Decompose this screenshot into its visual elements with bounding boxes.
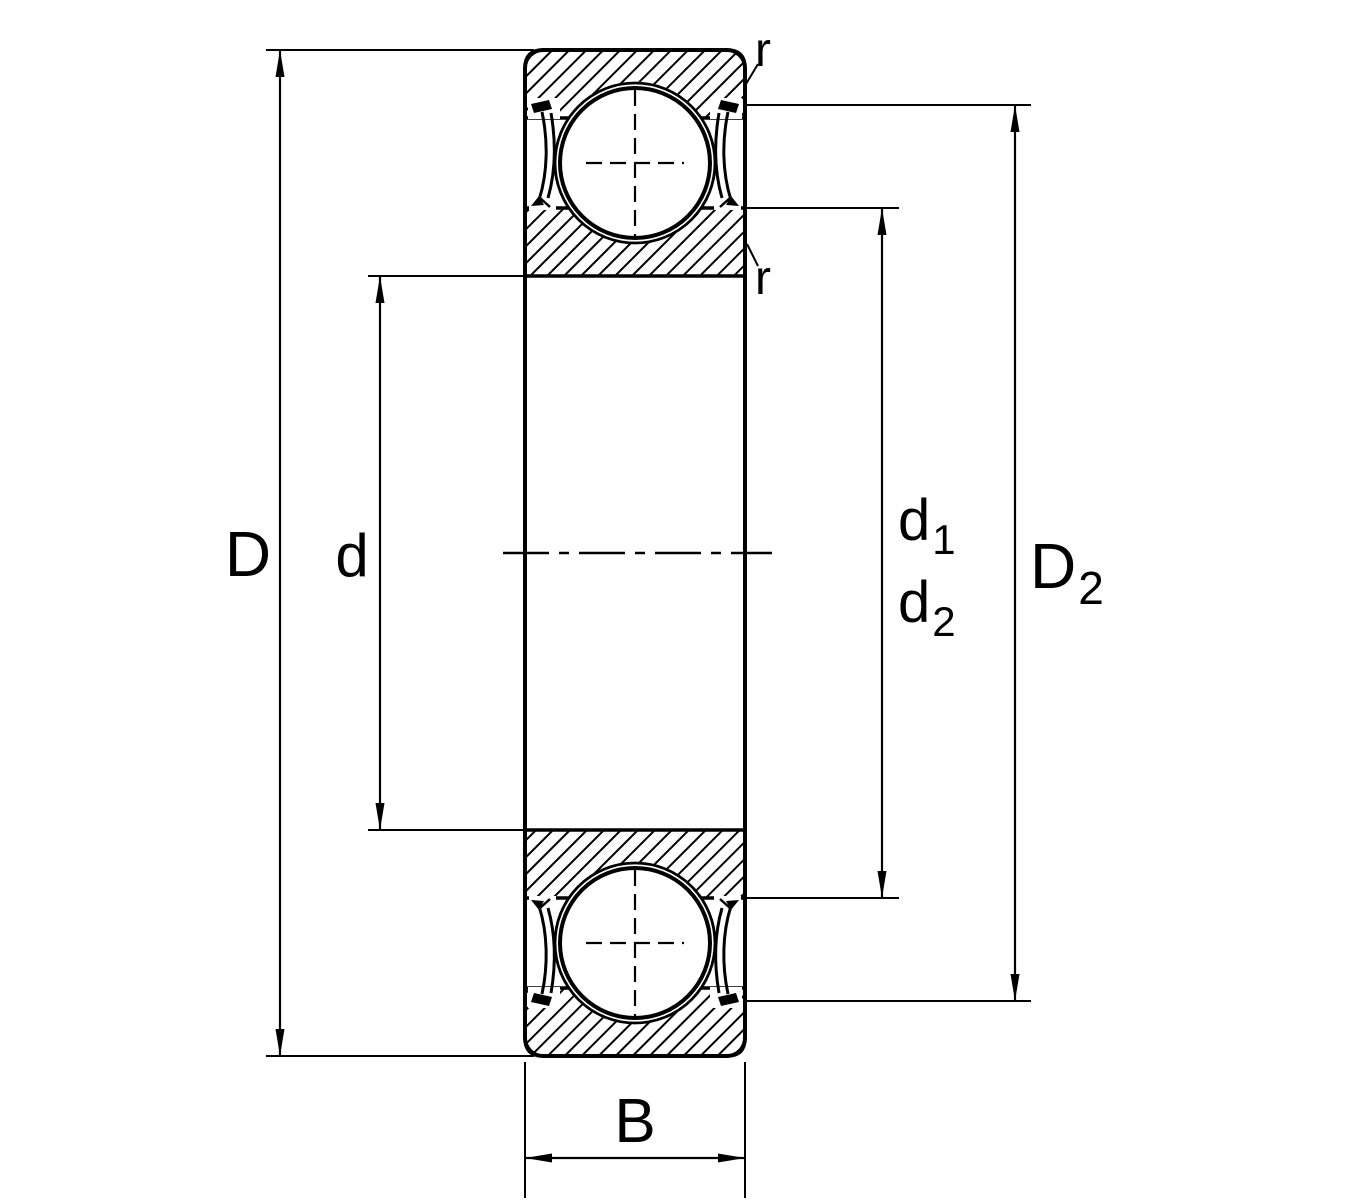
dimension-d: d [335,275,527,831]
label-d2-base: d [898,570,930,635]
r-bottom-leader [746,243,759,267]
radius-annotations: r r [745,24,771,305]
label-d1-base: d [898,488,930,553]
label-r-bottom: r [755,252,771,305]
dimension-D: D [225,49,534,1057]
dimension-d1-d2: d1 d2 [747,207,956,899]
label-d1: d1 [898,488,956,563]
label-d1-sub: 1 [932,516,955,563]
label-d: d [335,522,368,589]
r-top-leader [745,63,759,85]
label-B: B [614,1087,655,1156]
bearing-body [523,48,747,1058]
dimension-D2: D2 [747,104,1104,1002]
label-r-top: r [755,24,771,77]
label-d2-sub: 2 [932,598,955,645]
dimension-B: B [524,1062,746,1198]
label-D2-sub: 2 [1078,562,1104,614]
label-D2-base: D [1030,530,1076,602]
label-D: D [225,518,271,590]
label-D2: D2 [1030,530,1104,614]
label-d2: d2 [898,570,956,645]
